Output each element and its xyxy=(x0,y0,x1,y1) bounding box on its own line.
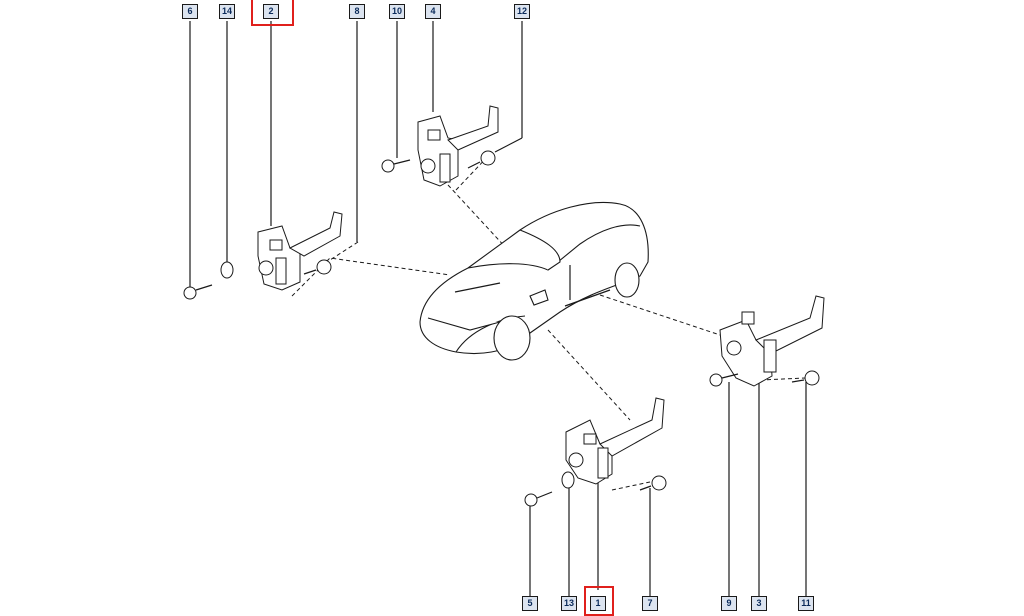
callout-2[interactable]: 2 xyxy=(263,4,279,19)
callout-8[interactable]: 8 xyxy=(349,4,365,19)
callout-9[interactable]: 9 xyxy=(721,596,737,611)
callout-4[interactable]: 4 xyxy=(425,4,441,19)
hinge-assembly-right xyxy=(709,295,825,387)
hinge-assembly-upper-left xyxy=(183,211,343,300)
highlight-box-part-1 xyxy=(584,586,614,616)
callout-7[interactable]: 7 xyxy=(642,596,658,611)
car-body-illustration xyxy=(419,201,649,361)
callout-6[interactable]: 6 xyxy=(182,4,198,19)
callout-12-top[interactable]: 12 xyxy=(514,4,530,19)
callout-10[interactable]: 10 xyxy=(389,4,405,19)
callout-11[interactable]: 11 xyxy=(798,596,814,611)
callout-14-top[interactable]: 14 xyxy=(219,4,235,19)
hinge-assembly-upper-middle xyxy=(381,105,499,187)
leader-lines xyxy=(189,21,807,596)
callout-13[interactable]: 13 xyxy=(561,596,577,611)
hinge-assembly-lower-middle xyxy=(524,397,667,507)
highlight-box-part-2 xyxy=(251,0,294,26)
callout-5[interactable]: 5 xyxy=(522,596,538,611)
callout-3[interactable]: 3 xyxy=(751,596,767,611)
callout-1[interactable]: 1 xyxy=(590,596,606,611)
